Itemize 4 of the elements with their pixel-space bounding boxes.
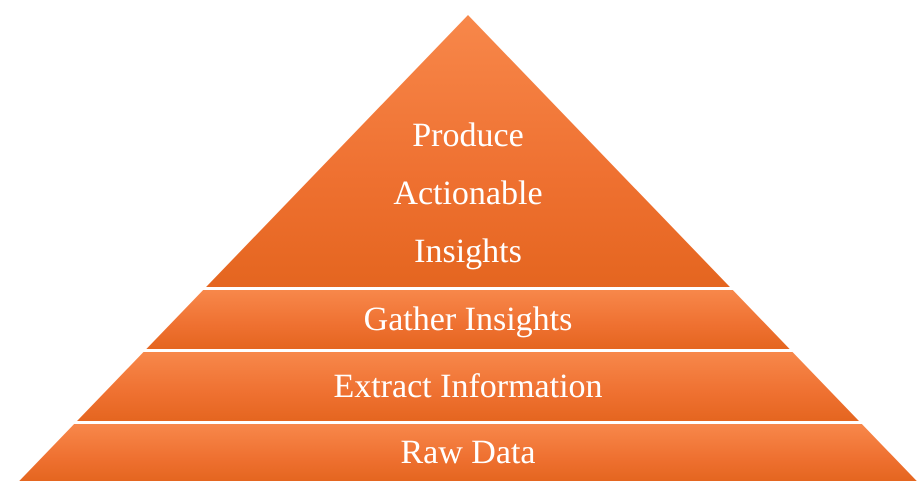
tier-label: Produce Actionable Insights [392,116,544,272]
tier-label: Extract Information [333,370,603,404]
tier-label: Raw Data [400,436,536,470]
tier-label: Gather Insights [364,302,572,336]
